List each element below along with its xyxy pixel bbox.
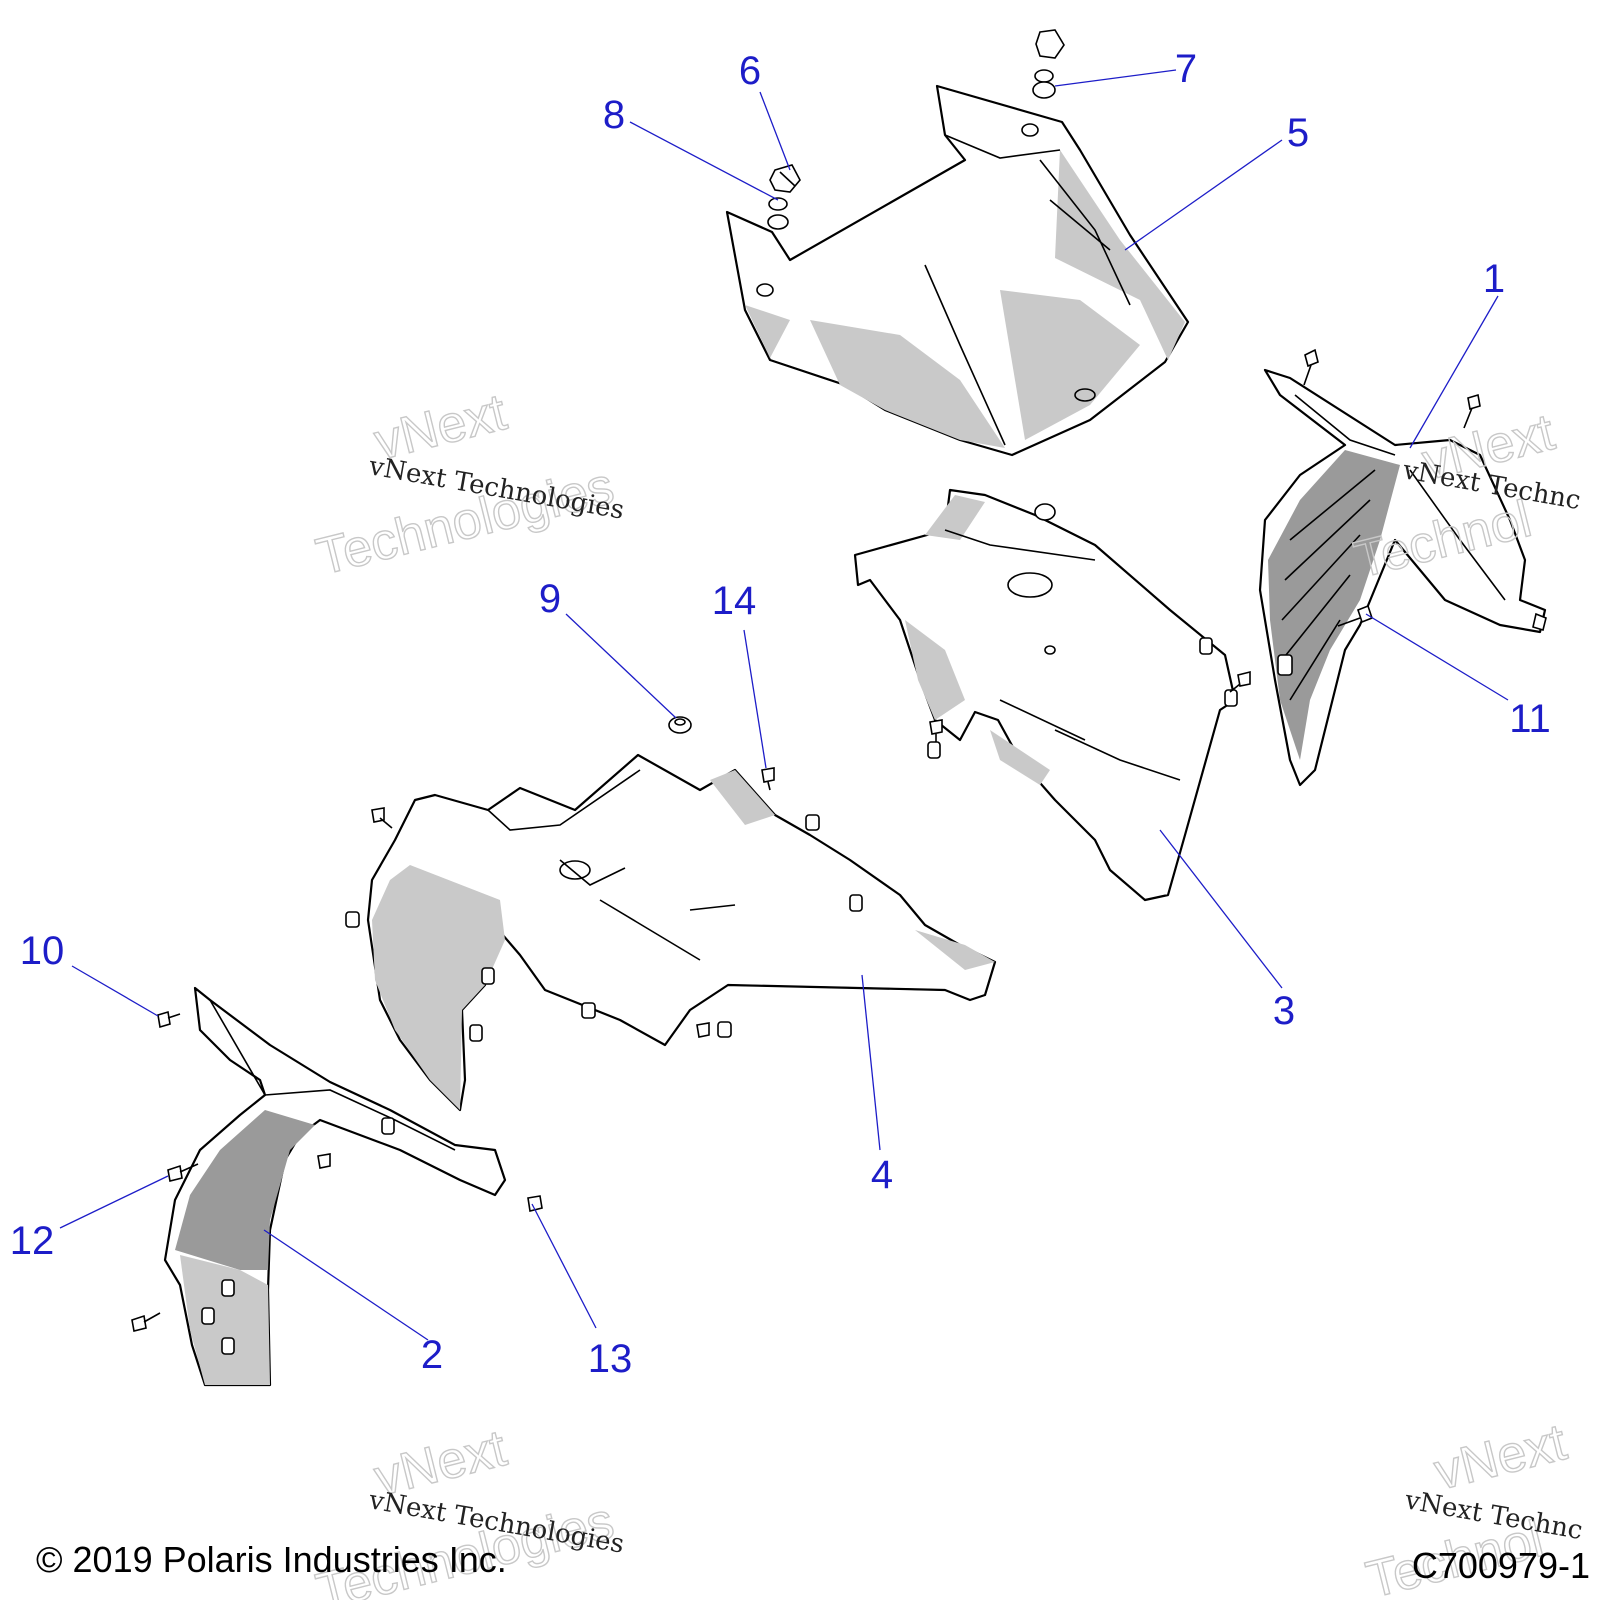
leader-lines <box>59 69 1509 1341</box>
callout-11: 11 <box>1509 697 1551 741</box>
callout-5: 5 <box>1287 111 1309 155</box>
leader-12 <box>59 1175 169 1229</box>
hardware-1-screws <box>1303 348 1547 632</box>
part-1-right-panel <box>1258 368 1547 787</box>
callout-7: 7 <box>1175 47 1197 91</box>
part-3-inner-panel <box>853 488 1238 902</box>
watermark-right-bottom-big-1: vNext <box>1429 1413 1573 1502</box>
hardware-8-grommet <box>767 197 789 230</box>
hardware-9-grommet <box>668 716 692 734</box>
callout-4: 4 <box>871 1153 893 1197</box>
callout-14: 14 <box>712 579 757 623</box>
leader-14 <box>743 629 767 769</box>
leader-6 <box>759 91 791 171</box>
callout-2: 2 <box>421 1333 443 1377</box>
hardware-7-grommet <box>1032 29 1065 99</box>
hardware-4-clips <box>345 807 820 1038</box>
callout-10: 10 <box>20 929 65 973</box>
leader-11 <box>1365 613 1509 701</box>
part-5-hood <box>725 84 1190 457</box>
part-4-lower-tray <box>366 753 997 1112</box>
callout-labels: 1 2 3 4 5 6 7 8 9 10 11 12 13 14 <box>10 47 1551 1381</box>
leader-9 <box>565 613 677 719</box>
figure-id: C700979-1 <box>1412 1545 1590 1586</box>
leader-1 <box>1409 295 1499 449</box>
leader-3 <box>1159 829 1283 989</box>
callout-9: 9 <box>539 577 561 621</box>
hardware-14-screw <box>761 767 775 791</box>
callout-3: 3 <box>1273 989 1295 1033</box>
copyright-text: © 2019 Polaris Industries Inc. <box>36 1539 507 1580</box>
watermark-top: vNext Technologies vNext Technologies <box>310 382 626 587</box>
callout-12: 12 <box>10 1219 55 1263</box>
hardware-6-clip <box>769 164 801 193</box>
leader-5 <box>1124 139 1283 251</box>
leader-13 <box>531 1203 597 1329</box>
leader-10 <box>71 965 159 1017</box>
leader-4 <box>861 974 881 1151</box>
callout-6: 6 <box>739 49 761 93</box>
part-2-fender <box>163 986 507 1387</box>
hardware-2-screws <box>131 1010 543 1332</box>
leader-2 <box>263 1229 429 1341</box>
leader-7 <box>1054 69 1177 87</box>
callout-13: 13 <box>588 1337 633 1381</box>
hardware-3-screws <box>927 670 1251 759</box>
callout-1: 1 <box>1483 257 1505 301</box>
callout-8: 8 <box>603 93 625 137</box>
leader-8 <box>629 121 779 201</box>
